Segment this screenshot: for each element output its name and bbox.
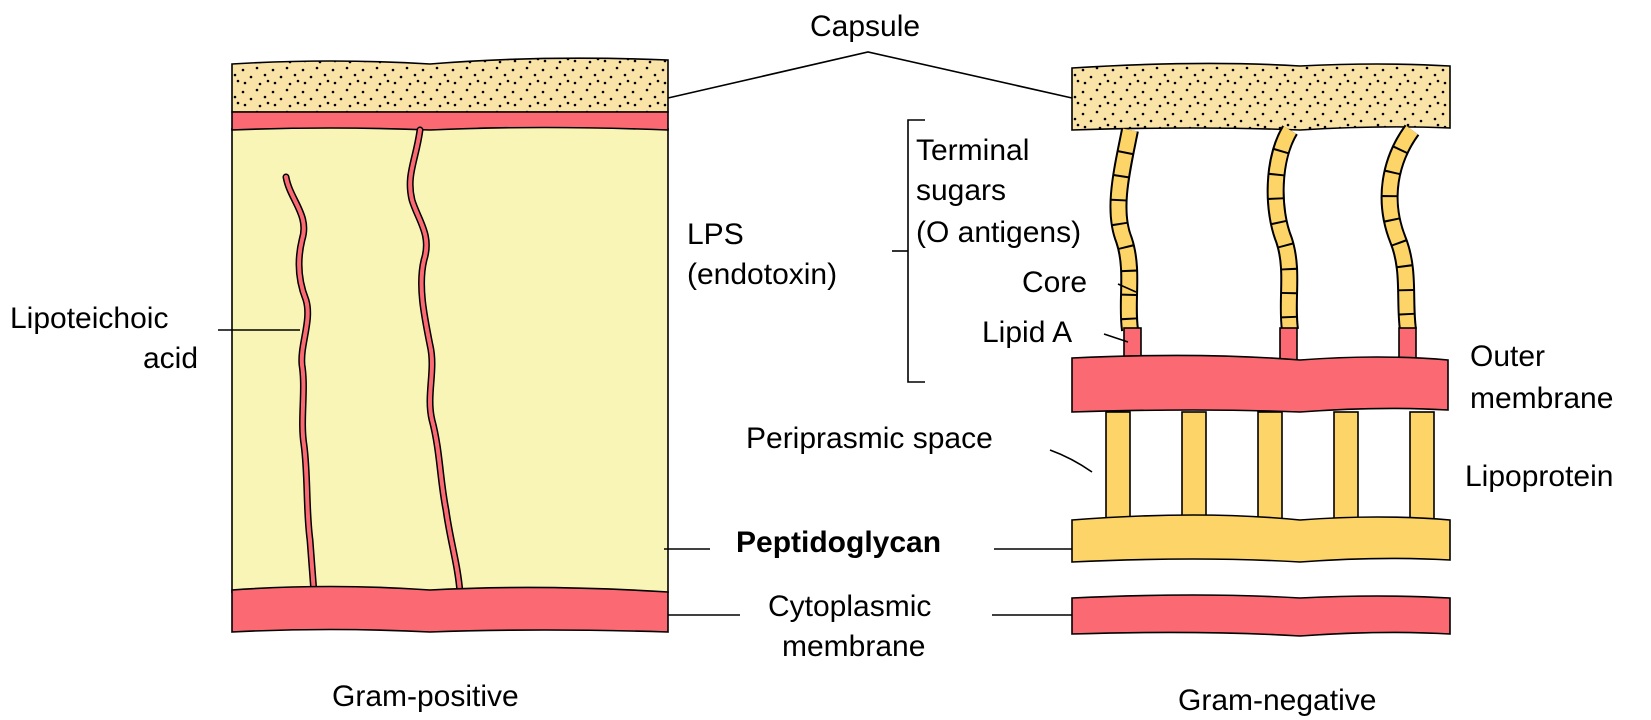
lps-chain [1390,130,1416,366]
gram-negative-wall [1072,63,1450,636]
gram-negative-peptidoglycan-layer [1072,515,1450,562]
lipoteichoic-acid-label: Lipoteichoic [10,302,168,335]
outer-membrane-label-2: membrane [1470,382,1613,415]
terminal-sugars-label: Terminal [916,134,1029,167]
gram-positive-capsule [232,58,668,112]
core-label: Core [1022,266,1087,299]
gram-positive-caption: Gram-positive [332,680,519,713]
gram-positive-cytoplasmic-membrane [232,587,668,633]
terminal-sugars-label-3: (O antigens) [916,216,1081,249]
lps-chain [1276,130,1297,366]
cytoplasmic-membrane-label: Cytoplasmic [768,590,931,623]
gram-negative-outer-membrane [1072,355,1448,412]
lps-label-sub: (endotoxin) [687,258,837,291]
gram-positive-thin-membrane [232,112,668,130]
gram-negative-cytoplasmic-membrane [1072,595,1450,636]
lipoprotein-strands [1106,412,1434,522]
lps-chain [1118,130,1141,366]
lps-label: LPS [687,218,744,251]
capsule-label: Capsule [810,10,920,43]
peptidoglycan-label: Peptidoglycan [736,526,941,559]
gram-positive-wall [232,58,668,632]
outer-membrane-label: Outer [1470,340,1545,373]
terminal-sugars-label-2: sugars [916,174,1006,207]
gram-negative-capsule [1072,63,1450,130]
cytoplasmic-membrane-label-2: membrane [782,630,925,663]
periplasmic-space-label: Periprasmic space [746,422,993,455]
lipid-a-label: Lipid A [982,316,1072,349]
lipoteichoic-acid-label-2: acid [143,342,198,375]
lipoprotein-label: Lipoprotein [1465,460,1613,493]
gram-negative-caption: Gram-negative [1178,684,1376,717]
